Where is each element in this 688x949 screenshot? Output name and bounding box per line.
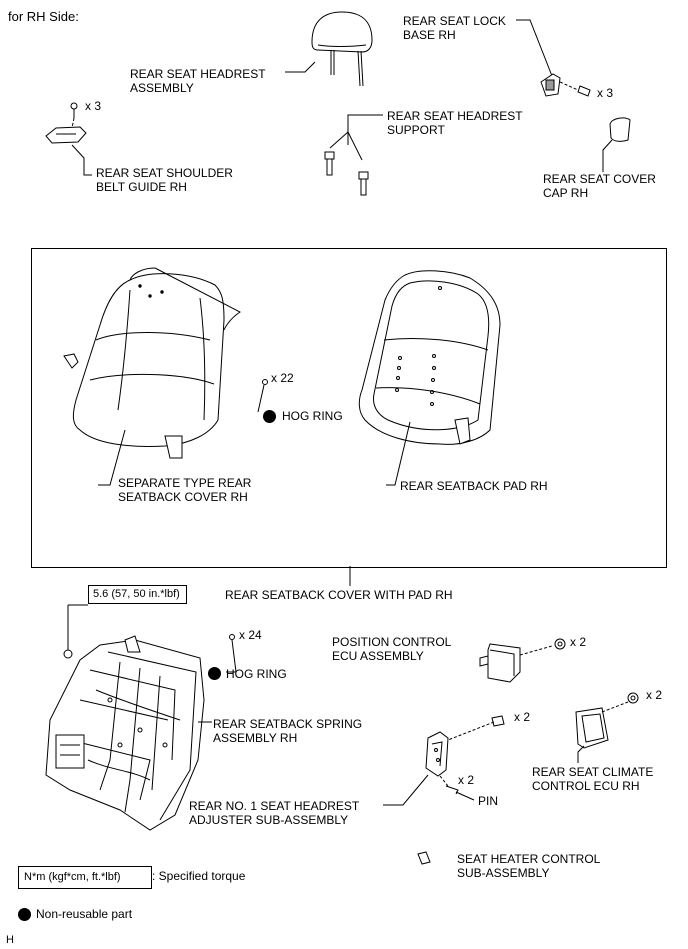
spring-assembly-drawing (45, 604, 212, 831)
nonreusable-mark-top (263, 410, 276, 423)
headrest-support-drawing (324, 114, 383, 196)
cover-cap-drawing (602, 117, 631, 172)
shoulder-belt-guide-drawing (45, 102, 92, 176)
headrest-adjuster-drawing (383, 715, 505, 806)
headrest-adjuster-label: REAR NO. 1 SEAT HEADREST ADJUSTER SUB-AS… (189, 799, 360, 827)
heater-control-drawing (417, 851, 431, 865)
position-ecu-label: POSITION CONTROL ECU ASSEMBLY (332, 635, 452, 663)
hog-ring-bottom-qty: x 24 (239, 628, 262, 642)
hog-ring-top-qty: x 22 (271, 371, 294, 385)
heater-control-label: SEAT HEATER CONTROL SUB-ASSEMBLY (457, 852, 601, 880)
headrest-support-label: REAR SEAT HEADREST SUPPORT (387, 109, 523, 137)
adjuster-screw-qty: x 2 (514, 710, 531, 724)
lock-base-label: REAR SEAT LOCK BASE RH (403, 14, 506, 42)
headrest-drawing (285, 11, 373, 87)
hog-ring-top-drawing (257, 379, 268, 413)
lock-base-qty: x 3 (597, 86, 614, 100)
legend-torque-desc: : Specified torque (152, 869, 246, 883)
seatback-pad-label: REAR SEATBACK PAD RH (400, 479, 548, 493)
hog-ring-bottom-drawing (226, 634, 237, 673)
seatback-pad-drawing (358, 270, 501, 486)
lock-base-drawing (516, 19, 591, 97)
shoulder-belt-guide-label: REAR SEAT SHOULDER BELT GUIDE RH (96, 166, 233, 194)
headrest-assembly-label: REAR SEAT HEADREST ASSEMBLY (130, 67, 266, 95)
separate-cover-label: SEPARATE TYPE REAR SEATBACK COVER RH (118, 476, 252, 504)
cover-with-pad-label: REAR SEATBACK COVER WITH PAD RH (225, 588, 453, 602)
climate-ecu-qty: x 2 (646, 688, 663, 702)
nonreusable-mark-bottom (208, 667, 221, 680)
climate-ecu-label: REAR SEAT CLIMATE CONTROL ECU RH (532, 765, 654, 793)
shoulder-guide-qty: x 3 (85, 99, 102, 113)
pin-label: PIN (478, 794, 499, 808)
pin-qty: x 2 (458, 773, 475, 787)
legend-nonreusable-mark (18, 908, 31, 921)
climate-ecu-drawing (575, 692, 639, 763)
cover-with-pad-group-box (31, 248, 667, 568)
legend-torque-box: N*m (kgf*cm, ft.*lbf) (18, 866, 152, 889)
hog-ring-top-label: HOG RING (282, 409, 343, 423)
seatback-cover-drawing (63, 267, 241, 486)
hog-ring-bottom-label: HOG RING (226, 667, 287, 681)
legend-nonreusable-label: Non-reusable part (36, 907, 133, 921)
figure-code: H (6, 934, 14, 946)
side-label: for RH Side: (8, 9, 79, 24)
cover-cap-label: REAR SEAT COVER CAP RH (543, 172, 656, 200)
position-ecu-drawing (479, 638, 566, 683)
torque-spec-box: 5.6 (57, 50 in.*lbf) (88, 585, 187, 604)
position-ecu-qty: x 2 (570, 635, 587, 649)
spring-assembly-label: REAR SEATBACK SPRING ASSEMBLY RH (213, 717, 363, 745)
